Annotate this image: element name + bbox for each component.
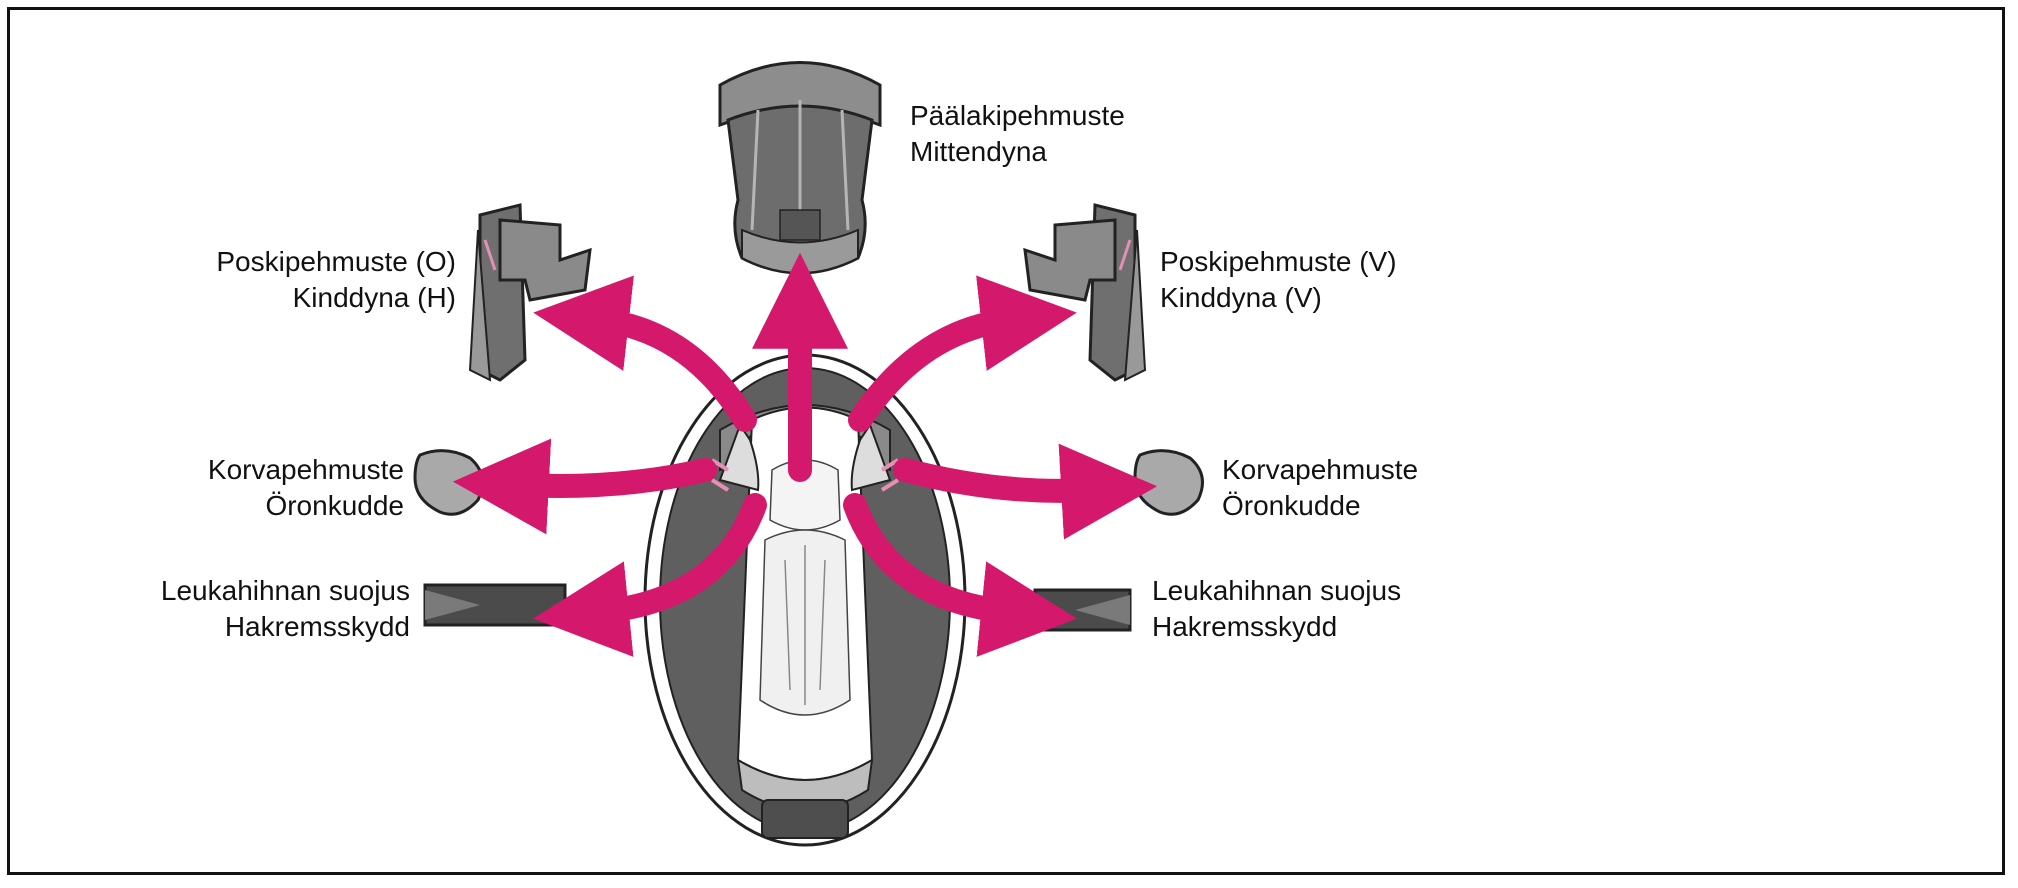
arrow-right	[905, 470, 1090, 491]
label-crown-pad-sv: Mittendyna	[910, 134, 1125, 170]
label-right-ear-pad-fi: Korvapehmuste	[1222, 452, 1418, 488]
right-strap-cover-illustration	[1035, 590, 1130, 630]
label-left-cheek-pad: Poskipehmuste (O) Kinddyna (H)	[184, 244, 456, 316]
label-left-cheek-pad-sv: Kinddyna (H)	[184, 280, 456, 316]
label-left-strap-cover: Leukahihnan suojus Hakremsskydd	[150, 573, 410, 645]
right-ear-pad-illustration	[1135, 451, 1203, 515]
arrow-left	[520, 470, 705, 486]
right-cheek-pad-illustration	[1025, 205, 1145, 380]
label-left-ear-pad-fi: Korvapehmuste	[164, 452, 404, 488]
label-left-cheek-pad-fi: Poskipehmuste (O)	[184, 244, 456, 280]
crown-pad-illustration	[720, 63, 880, 274]
label-left-strap-cover-sv: Hakremsskydd	[150, 609, 410, 645]
label-right-cheek-pad: Poskipehmuste (V) Kinddyna (V)	[1160, 244, 1397, 316]
label-left-ear-pad-sv: Öronkudde	[164, 488, 404, 524]
label-right-ear-pad: Korvapehmuste Öronkudde	[1222, 452, 1418, 524]
left-cheek-pad-illustration	[470, 205, 590, 380]
label-right-cheek-pad-sv: Kinddyna (V)	[1160, 280, 1397, 316]
left-strap-cover-illustration	[425, 585, 565, 625]
left-ear-pad-illustration	[415, 451, 483, 515]
label-crown-pad-fi: Päälakipehmuste	[910, 98, 1125, 134]
label-right-strap-cover-fi: Leukahihnan suojus	[1152, 573, 1401, 609]
label-right-strap-cover: Leukahihnan suojus Hakremsskydd	[1152, 573, 1401, 645]
label-right-strap-cover-sv: Hakremsskydd	[1152, 609, 1401, 645]
label-left-strap-cover-fi: Leukahihnan suojus	[150, 573, 410, 609]
arrow-up-left	[600, 320, 745, 420]
arrow-up-right	[860, 320, 1010, 420]
label-right-cheek-pad-fi: Poskipehmuste (V)	[1160, 244, 1397, 280]
label-crown-pad: Päälakipehmuste Mittendyna	[910, 98, 1125, 170]
label-right-ear-pad-sv: Öronkudde	[1222, 488, 1418, 524]
label-left-ear-pad: Korvapehmuste Öronkudde	[164, 452, 404, 524]
